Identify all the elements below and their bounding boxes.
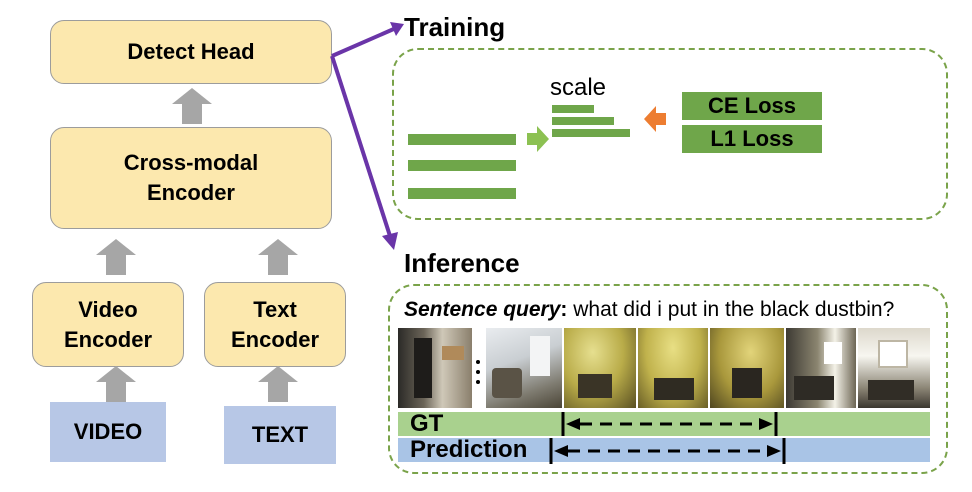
up-arrow-icon: [96, 239, 136, 275]
ellipsis-dots: [476, 360, 482, 390]
sentence-query: Sentence query: what did i put in the bl…: [404, 298, 894, 322]
sentence-query-colon: :: [560, 298, 568, 321]
prediction-timeline: Prediction: [398, 438, 930, 462]
video-encoder-label: Video Encoder: [63, 296, 153, 352]
up-arrow-icon: [172, 88, 212, 124]
scaled-bar: [552, 129, 630, 137]
cross-modal-encoder-box: Cross-modal Encoder: [50, 127, 332, 229]
video-frame: [786, 328, 856, 408]
text-input-box: TEXT: [224, 406, 336, 464]
detect-head-label: Detect Head: [127, 39, 255, 64]
sentence-query-text: what did i put in the black dustbin?: [567, 298, 895, 321]
gt-label: GT: [410, 410, 444, 437]
up-arrow-icon: [96, 366, 136, 402]
video-frame: [638, 328, 708, 408]
feature-bar: [408, 188, 516, 199]
inference-panel: [388, 284, 948, 474]
training-title: Training: [404, 12, 506, 42]
cross-modal-encoder-label: Cross-modal Encoder: [123, 150, 259, 205]
orange-left-arrow-icon: [644, 106, 666, 132]
video-frame: [710, 328, 784, 408]
scaled-bar: [552, 117, 614, 125]
scale-label: scale: [550, 74, 607, 101]
sentence-query-label: Sentence query: [404, 298, 561, 321]
video-frame: [486, 328, 562, 408]
scaled-bar: [552, 105, 594, 113]
feature-bar: [408, 134, 516, 145]
video-input-box: VIDEO: [50, 402, 166, 462]
video-frame: [564, 328, 636, 408]
prediction-span-arrow: [549, 438, 786, 464]
ce-loss-box: CE Loss: [682, 92, 822, 120]
up-arrow-icon: [258, 239, 298, 275]
video-frame: [858, 328, 930, 408]
up-arrow-icon: [258, 366, 298, 402]
video-encoder-box: Video Encoder: [32, 282, 184, 367]
video-frame: [398, 328, 472, 408]
ce-loss-label: CE Loss: [707, 93, 797, 118]
l1-loss-label: L1 Loss: [710, 126, 794, 151]
video-input-label: VIDEO: [73, 419, 143, 444]
text-encoder-box: Text Encoder: [204, 282, 346, 367]
training-panel: [392, 48, 948, 220]
inference-title: Inference: [404, 248, 520, 278]
gt-span-arrow: [561, 412, 778, 436]
green-right-arrow-icon: [527, 126, 549, 152]
text-input-label: TEXT: [251, 422, 309, 447]
l1-loss-box: L1 Loss: [682, 125, 822, 153]
detect-head-box: Detect Head: [50, 20, 332, 84]
prediction-label: Prediction: [410, 436, 528, 463]
text-encoder-label: Text Encoder: [230, 296, 320, 352]
purple-branch-arrows: [330, 22, 404, 250]
feature-bar: [408, 160, 516, 171]
